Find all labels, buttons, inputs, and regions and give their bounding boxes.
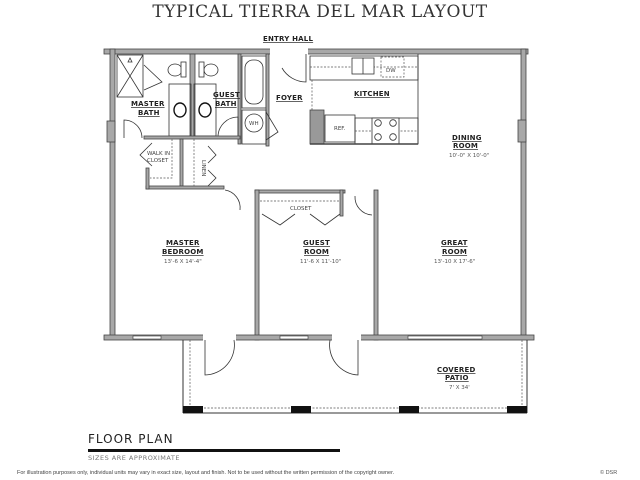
sliding-door-great-room[interactable]	[407, 335, 483, 340]
guest-sink	[198, 102, 212, 118]
great-room-label: GREAT	[441, 239, 468, 247]
dining-room-size: 10'-0" X 10'-0"	[449, 153, 489, 159]
pantry	[309, 109, 325, 145]
column-left	[106, 120, 116, 143]
linen-doors[interactable]	[207, 145, 217, 187]
refrigerator-label: REF.	[334, 126, 346, 132]
svg-text:ROOM: ROOM	[453, 142, 478, 150]
master-bath-label: MASTER	[131, 100, 165, 108]
shower-door[interactable]	[143, 64, 163, 91]
svg-text:CLOSET: CLOSET	[147, 158, 169, 164]
svg-text:ROOM: ROOM	[442, 248, 467, 256]
refrigerator	[324, 114, 356, 143]
copyright: © DSR	[600, 470, 618, 476]
closet-label: CLOSET	[290, 206, 312, 212]
svg-text:PATIO: PATIO	[445, 374, 469, 382]
master-bath-door[interactable]	[123, 119, 143, 139]
entry-opening	[270, 48, 308, 55]
wall-bottom	[103, 334, 535, 341]
plan-title: TYPICAL TIERRA DEL MAR LAYOUT	[152, 2, 488, 22]
dishwasher-label: DW	[386, 68, 396, 74]
closet-door[interactable]	[139, 142, 153, 167]
wall-left	[109, 48, 116, 340]
legend-title: FLOOR PLAN	[88, 432, 174, 446]
wall-top	[103, 48, 529, 55]
guest-toilet	[203, 63, 219, 77]
legend-subtitle: SIZES ARE APPROXIMATE	[88, 454, 180, 462]
master-toilet	[167, 63, 183, 77]
dishwasher	[380, 56, 405, 78]
guest-room-label: GUEST	[303, 239, 330, 247]
svg-text:ROOM: ROOM	[304, 248, 329, 256]
guest-bath-door[interactable]	[217, 116, 239, 138]
patio-pillar	[183, 406, 203, 413]
water-heater	[244, 113, 264, 133]
water-heater-closet	[241, 109, 267, 145]
master-bedroom-size: 13'-6 X 14'-4"	[164, 259, 202, 265]
wall-guest-great	[373, 189, 379, 341]
wall-below-baths	[143, 135, 241, 140]
bedroom-hall-door[interactable]	[224, 189, 241, 211]
patio-opening-guest	[332, 334, 361, 341]
window-master	[132, 335, 162, 340]
wall-below-closets	[145, 185, 225, 190]
wall-tub-right	[265, 53, 270, 147]
legend-divider	[88, 449, 340, 452]
bathtub	[241, 55, 267, 109]
foyer-label: FOYER	[276, 94, 303, 102]
shower	[116, 54, 144, 98]
svg-text:BATH: BATH	[215, 100, 237, 108]
great-room-size: 13'-10 X 17'-6"	[434, 259, 475, 265]
guest-patio-door[interactable]	[329, 339, 359, 376]
guest-bath-label: GUEST	[213, 91, 240, 99]
svg-text:BATH: BATH	[138, 109, 160, 117]
dining-room-label: DINING	[452, 134, 482, 142]
patio-pillar	[399, 406, 419, 413]
guest-room-door[interactable]	[354, 195, 373, 216]
guest-room-size: 11'-6 X 11'-10"	[300, 259, 341, 265]
water-heater-label: WH	[249, 121, 259, 127]
linen-label: LINEN	[200, 160, 206, 176]
covered-patio-label: COVERED	[437, 366, 475, 374]
wall-guest-room-top	[254, 189, 346, 194]
disclaimer: For illustration purposes only, individu…	[17, 470, 395, 476]
legend: FLOOR PLAN	[88, 432, 174, 446]
patio-opening-master	[203, 334, 236, 341]
window-guest	[279, 335, 309, 340]
patio-pillar	[291, 406, 311, 413]
wall-master-guest	[254, 189, 260, 341]
entry-hall-label: ENTRY HALL	[263, 35, 313, 43]
water-heater-door[interactable]	[265, 111, 279, 141]
entry-door[interactable]	[281, 54, 307, 83]
wall-closet-divider	[179, 138, 184, 187]
kitchen-label: KITCHEN	[354, 90, 390, 98]
guest-closet-doors[interactable]	[261, 213, 341, 226]
patio-pillar	[507, 406, 527, 413]
master-sink	[173, 102, 187, 118]
closet-shelf	[150, 139, 173, 179]
wall-right	[520, 48, 527, 340]
walk-in-closet-label: WALK IN	[147, 151, 170, 157]
wall-guest-bath-right	[237, 53, 242, 145]
column-right	[517, 119, 527, 143]
svg-text:BEDROOM: BEDROOM	[162, 248, 204, 256]
master-bedroom-label: MASTER	[166, 239, 200, 247]
covered-patio-size: 7' X 34'	[449, 385, 470, 391]
master-patio-door[interactable]	[204, 339, 235, 376]
